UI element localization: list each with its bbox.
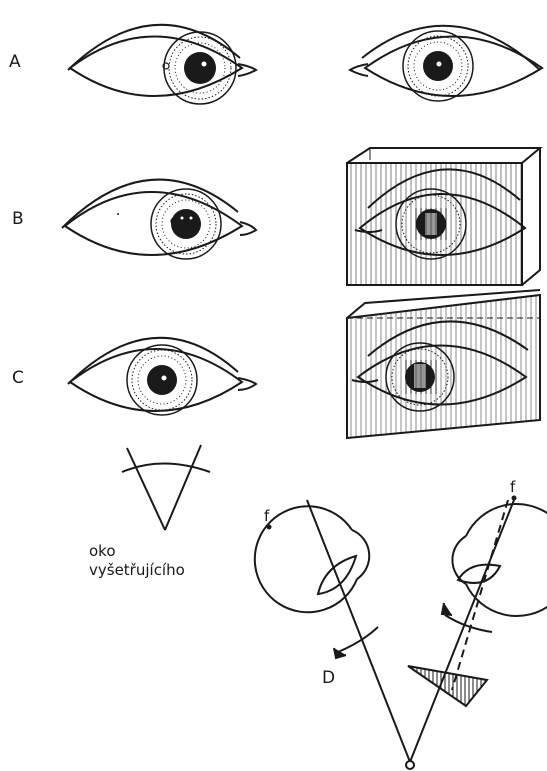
eye-a-right [350, 26, 542, 101]
row-label-a: A [9, 52, 21, 72]
eye-a-left [68, 25, 256, 104]
examiner-eye-caption-line2: vyšetřujícího [89, 561, 185, 580]
eye-b-left [62, 180, 256, 259]
panel-label-d: D [322, 668, 335, 688]
row-label-b: B [12, 209, 24, 229]
eye-c-left [68, 338, 256, 415]
examiner-eye-cone [122, 445, 210, 530]
examiner-eye-caption: oko vyšetřujícího [89, 542, 185, 580]
panel-d-eyes [255, 496, 547, 770]
focus-label-right: f [510, 478, 515, 496]
eye-b-right-striped-screen [347, 148, 540, 285]
examiner-eye-caption-line1: oko [89, 542, 185, 561]
focus-label-left: f [264, 507, 269, 525]
row-label-c: C [12, 368, 24, 388]
eye-c-right-striped-wedge [347, 290, 540, 438]
